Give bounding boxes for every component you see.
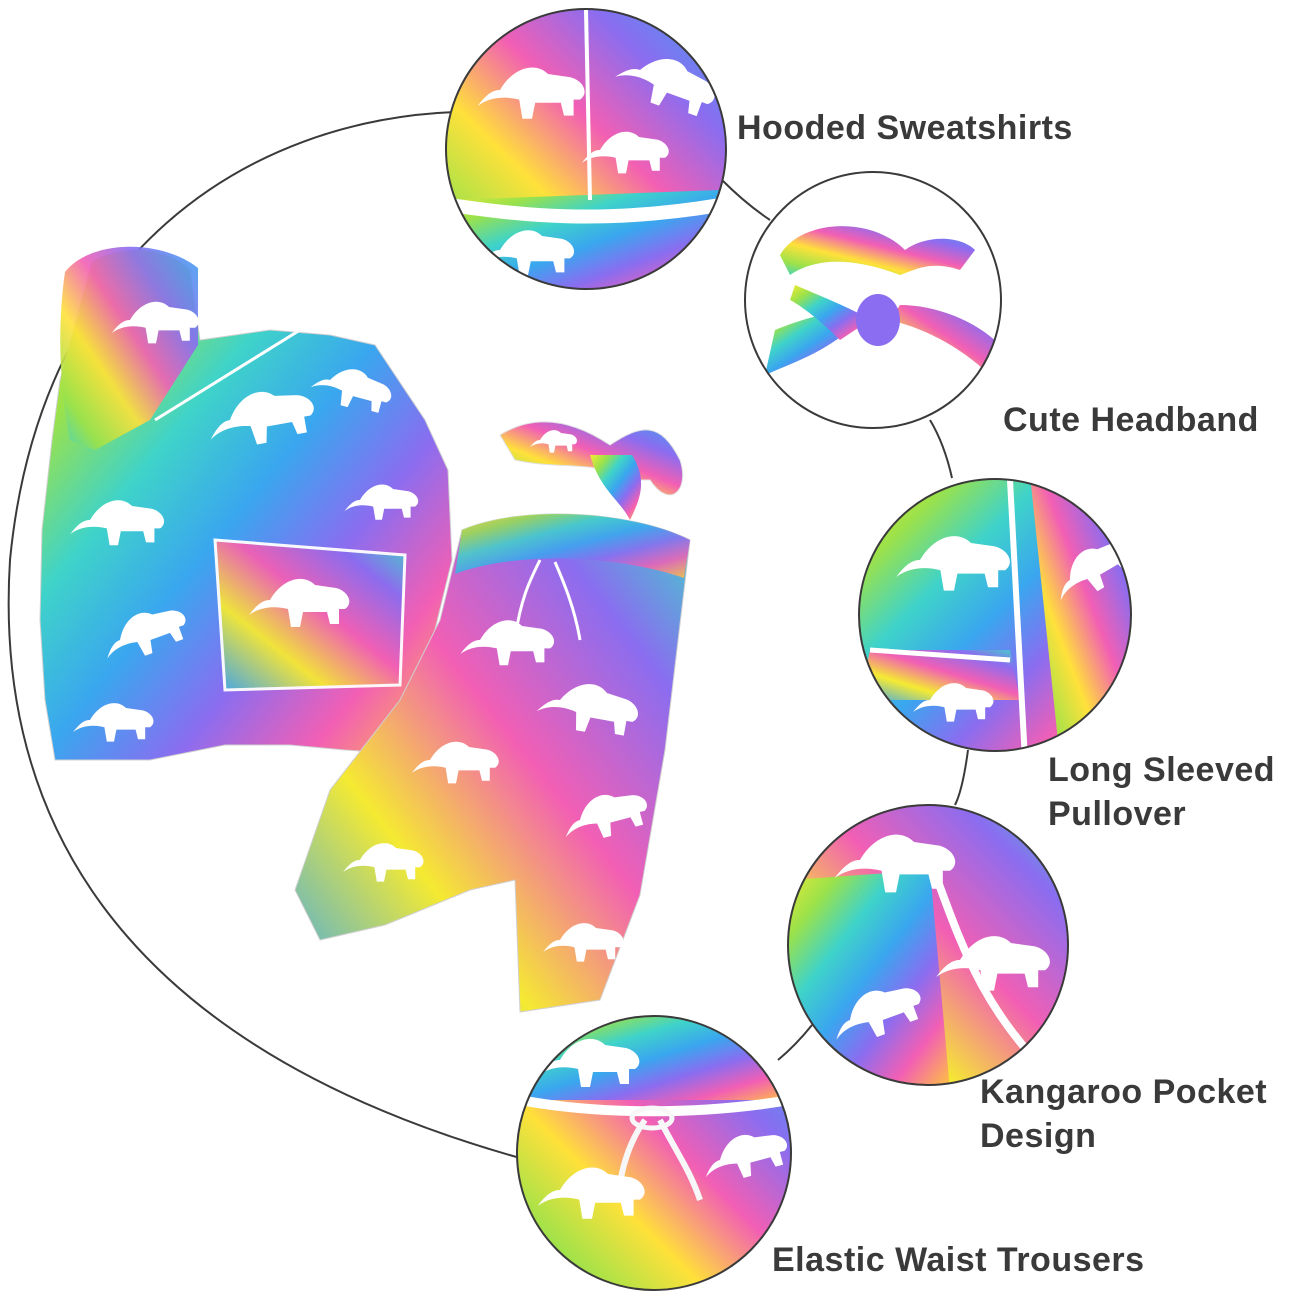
feature-label-pocket-line-1: Kangaroo Pocket <box>980 1073 1268 1111</box>
pants-garment-icon <box>294 513 691 1013</box>
feature-label-pocket-line-2: Design <box>980 1117 1097 1155</box>
feature-label-headband: Cute Headband <box>1003 398 1259 442</box>
connector-line-headband-sleeve <box>929 419 953 479</box>
feature-label-hood: Hooded Sweatshirts <box>737 106 1073 150</box>
headband-bow-icon <box>499 421 684 520</box>
pocket-detail-circle <box>787 804 1069 1086</box>
connector-line-pocket-waist <box>777 1024 813 1061</box>
feature-label-pocket: Kangaroo Pocket Design <box>980 1070 1267 1158</box>
hood-detail-circle <box>445 8 727 290</box>
feature-label-sleeve-line-1: Long Sleeved <box>1048 751 1276 789</box>
connector-line-sleeve-pocket <box>954 749 969 806</box>
hoodie-garment-icon <box>39 246 453 761</box>
sleeve-detail-circle <box>858 478 1132 752</box>
feature-label-hood-line: Hooded Sweatshirts <box>737 109 1073 147</box>
connector-arc <box>7 111 521 1159</box>
connector-line-hood-headband <box>721 179 771 221</box>
feature-label-waist: Elastic Waist Trousers <box>772 1238 1145 1282</box>
feature-label-sleeve-line-2: Pullover <box>1048 795 1187 833</box>
waist-detail-circle <box>516 1015 792 1291</box>
feature-label-headband-line: Cute Headband <box>1003 401 1259 439</box>
feature-label-sleeve: Long Sleeved Pullover <box>1048 748 1275 836</box>
feature-label-waist-line: Elastic Waist Trousers <box>772 1241 1145 1279</box>
headband-detail-circle <box>744 171 1002 429</box>
